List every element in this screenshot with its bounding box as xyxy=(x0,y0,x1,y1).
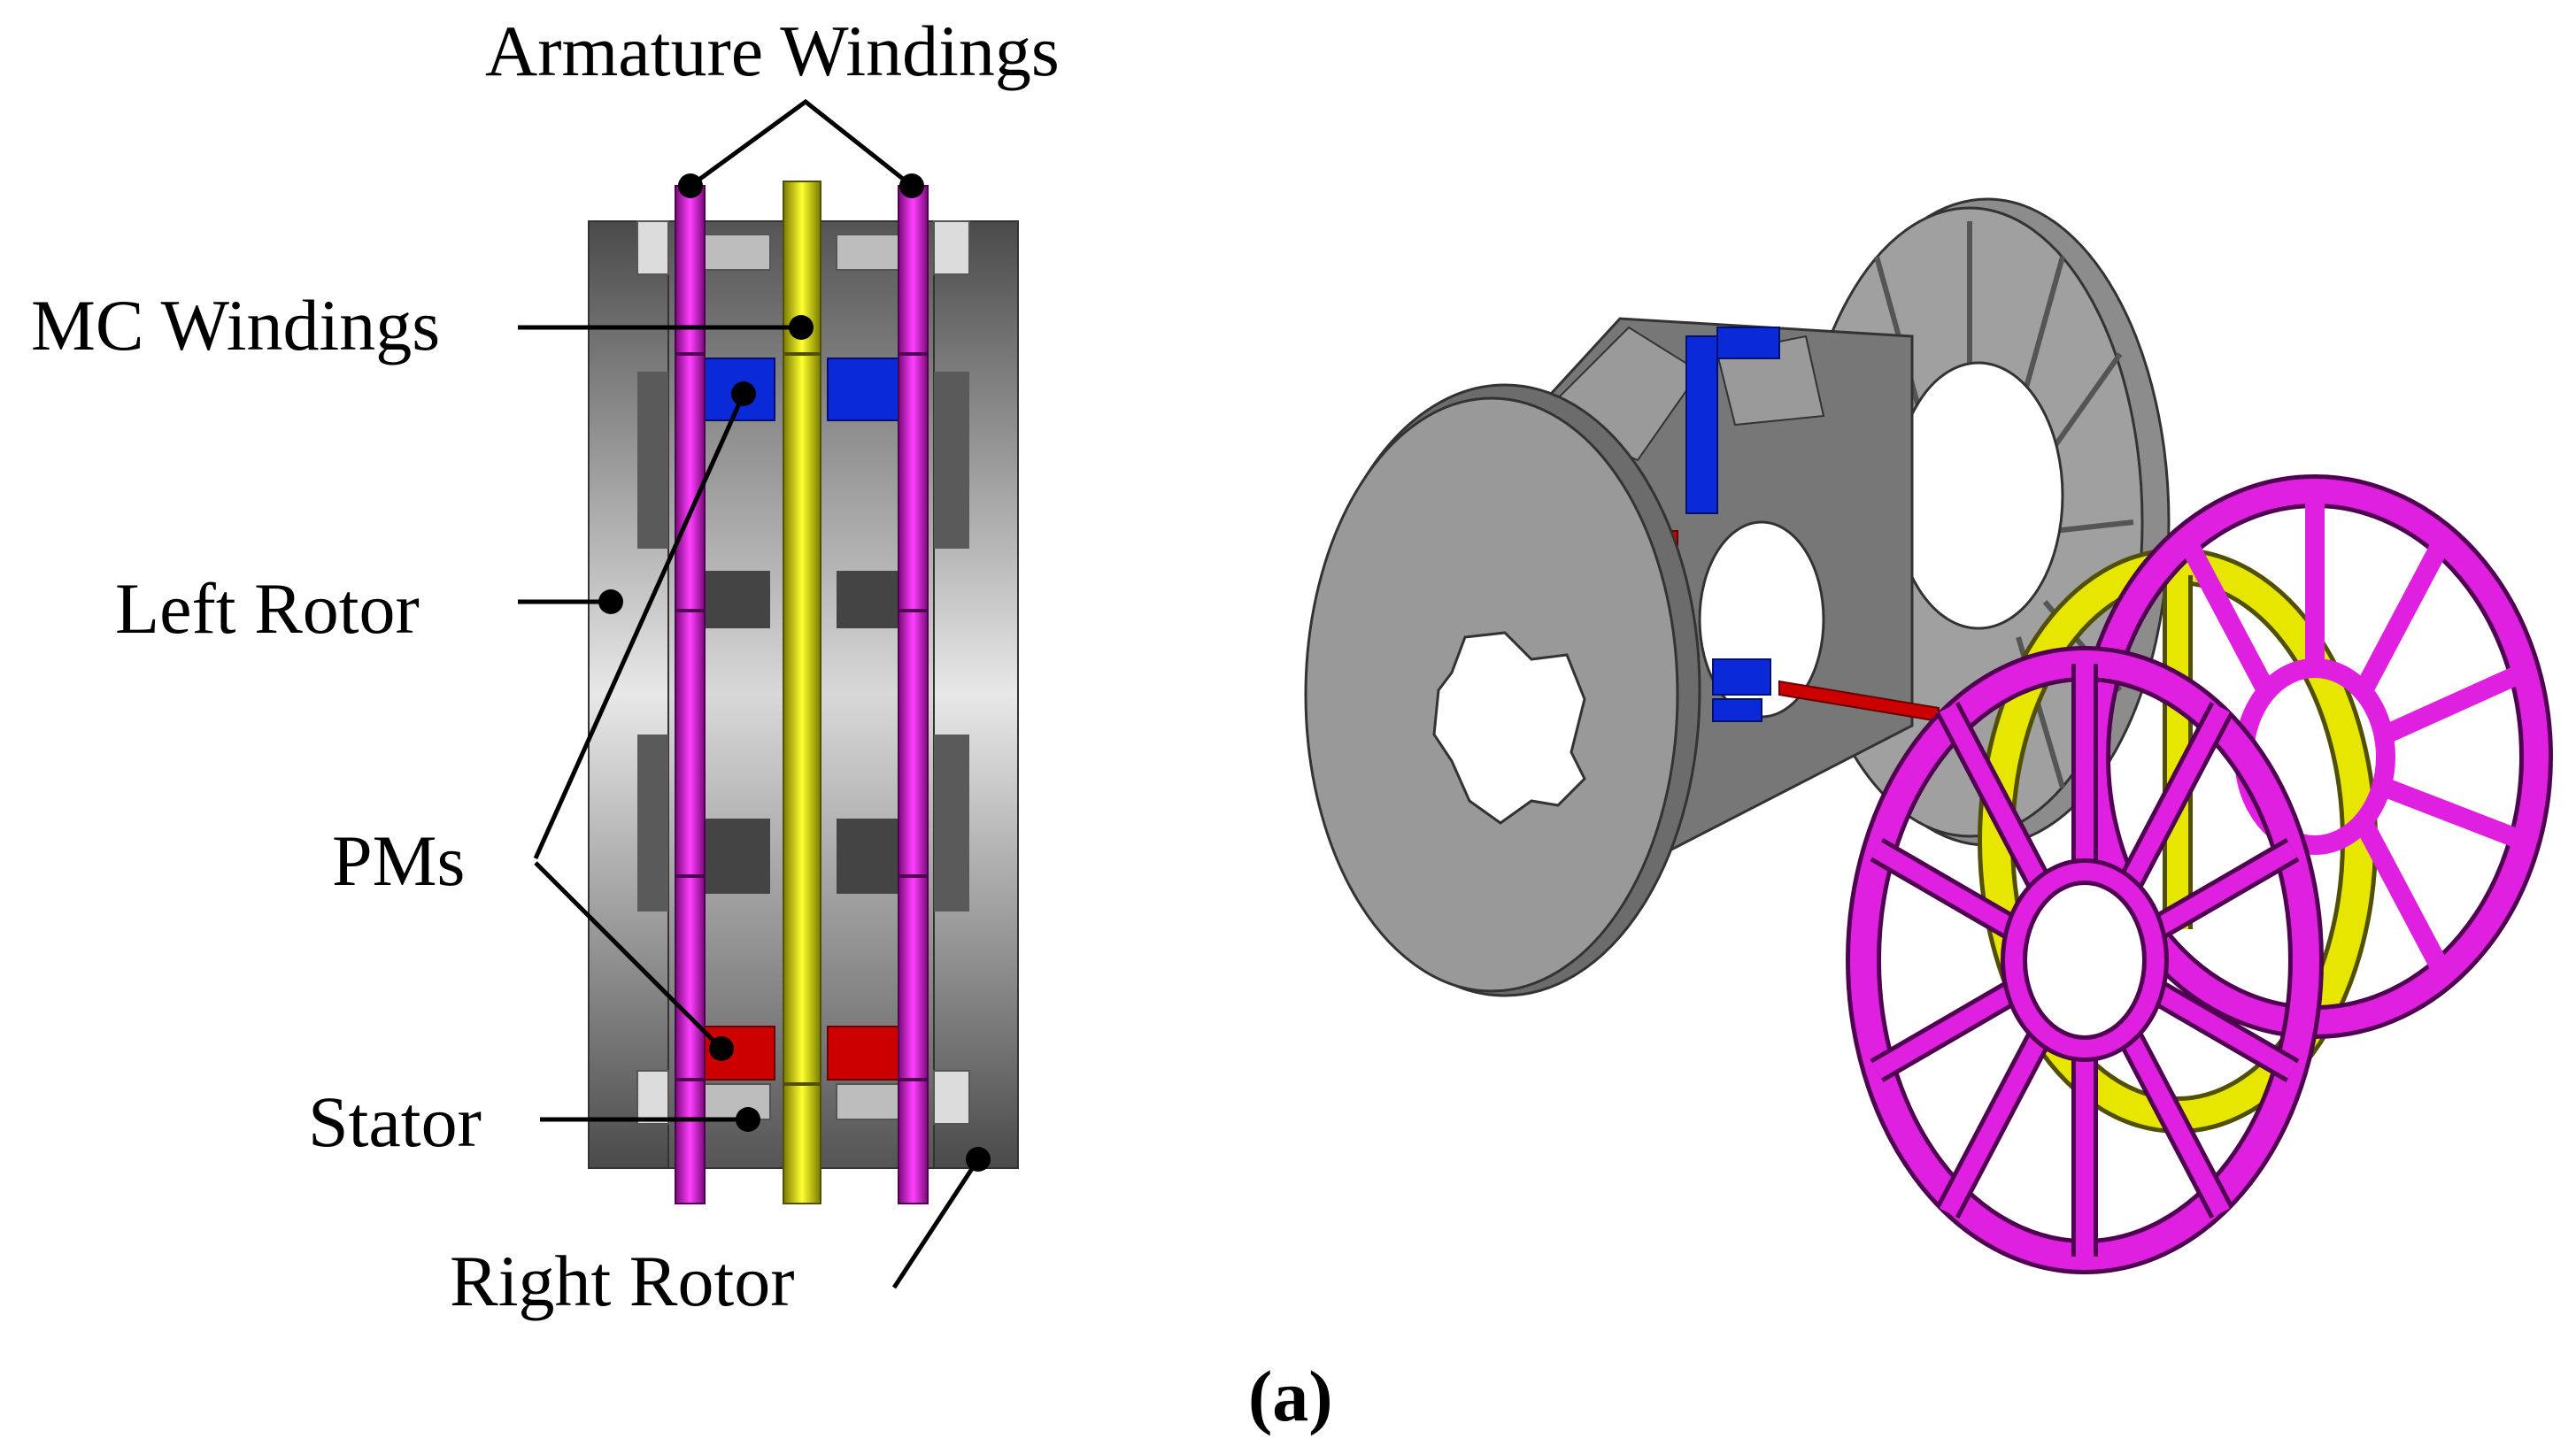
pm-blue-3d xyxy=(1685,335,1718,514)
cross-section-view xyxy=(588,181,1019,1204)
rotor-pole-left xyxy=(637,372,668,549)
stator-tooth xyxy=(698,234,771,271)
rotor-pole-right xyxy=(933,1070,970,1125)
pm-blue xyxy=(827,358,899,421)
rotor-pole-right xyxy=(934,735,969,911)
leader-dots xyxy=(598,173,991,1172)
right-rotor-body xyxy=(933,220,1019,1169)
leader-lines xyxy=(518,98,981,1289)
left-rotor-body xyxy=(588,220,669,1169)
rotor-pole-right xyxy=(934,372,969,549)
label-left-rotor: Left Rotor xyxy=(115,568,420,649)
mc-winding xyxy=(783,181,821,1204)
stator-tooth xyxy=(837,819,907,894)
figure-caption: (a) xyxy=(1248,1356,1333,1436)
rotor-pole-left xyxy=(636,1070,669,1125)
label-right-rotor: Right Rotor xyxy=(450,1241,795,1321)
pm-blue-3d xyxy=(1712,698,1762,722)
label-mc-windings: MC Windings xyxy=(31,285,440,365)
exploded-3d-view xyxy=(1304,197,2553,1274)
stator-tooth xyxy=(837,571,907,628)
pm-red xyxy=(827,1026,899,1081)
stator-tooth xyxy=(698,1083,771,1120)
rotor-pole-left xyxy=(636,220,669,275)
armature-winding-left xyxy=(675,185,706,1204)
armature-winding-3d-front xyxy=(1846,646,2324,1274)
stator-tooth xyxy=(836,234,908,271)
label-pms: PMs xyxy=(332,820,465,901)
armature-winding-right xyxy=(898,185,929,1204)
stator-tooth xyxy=(699,819,770,894)
stator-tooth xyxy=(699,571,770,628)
pm-blue-3d xyxy=(1712,658,1771,696)
label-stator: Stator xyxy=(308,1081,482,1162)
left-rotor-3d xyxy=(1304,383,1701,997)
stator-tooth xyxy=(836,1083,908,1120)
pm-blue-3d xyxy=(1716,327,1780,359)
rotor-pole-left xyxy=(637,735,668,911)
rotor-pole-right xyxy=(933,220,970,275)
label-armature-windings: Armature Windings xyxy=(485,11,1060,91)
